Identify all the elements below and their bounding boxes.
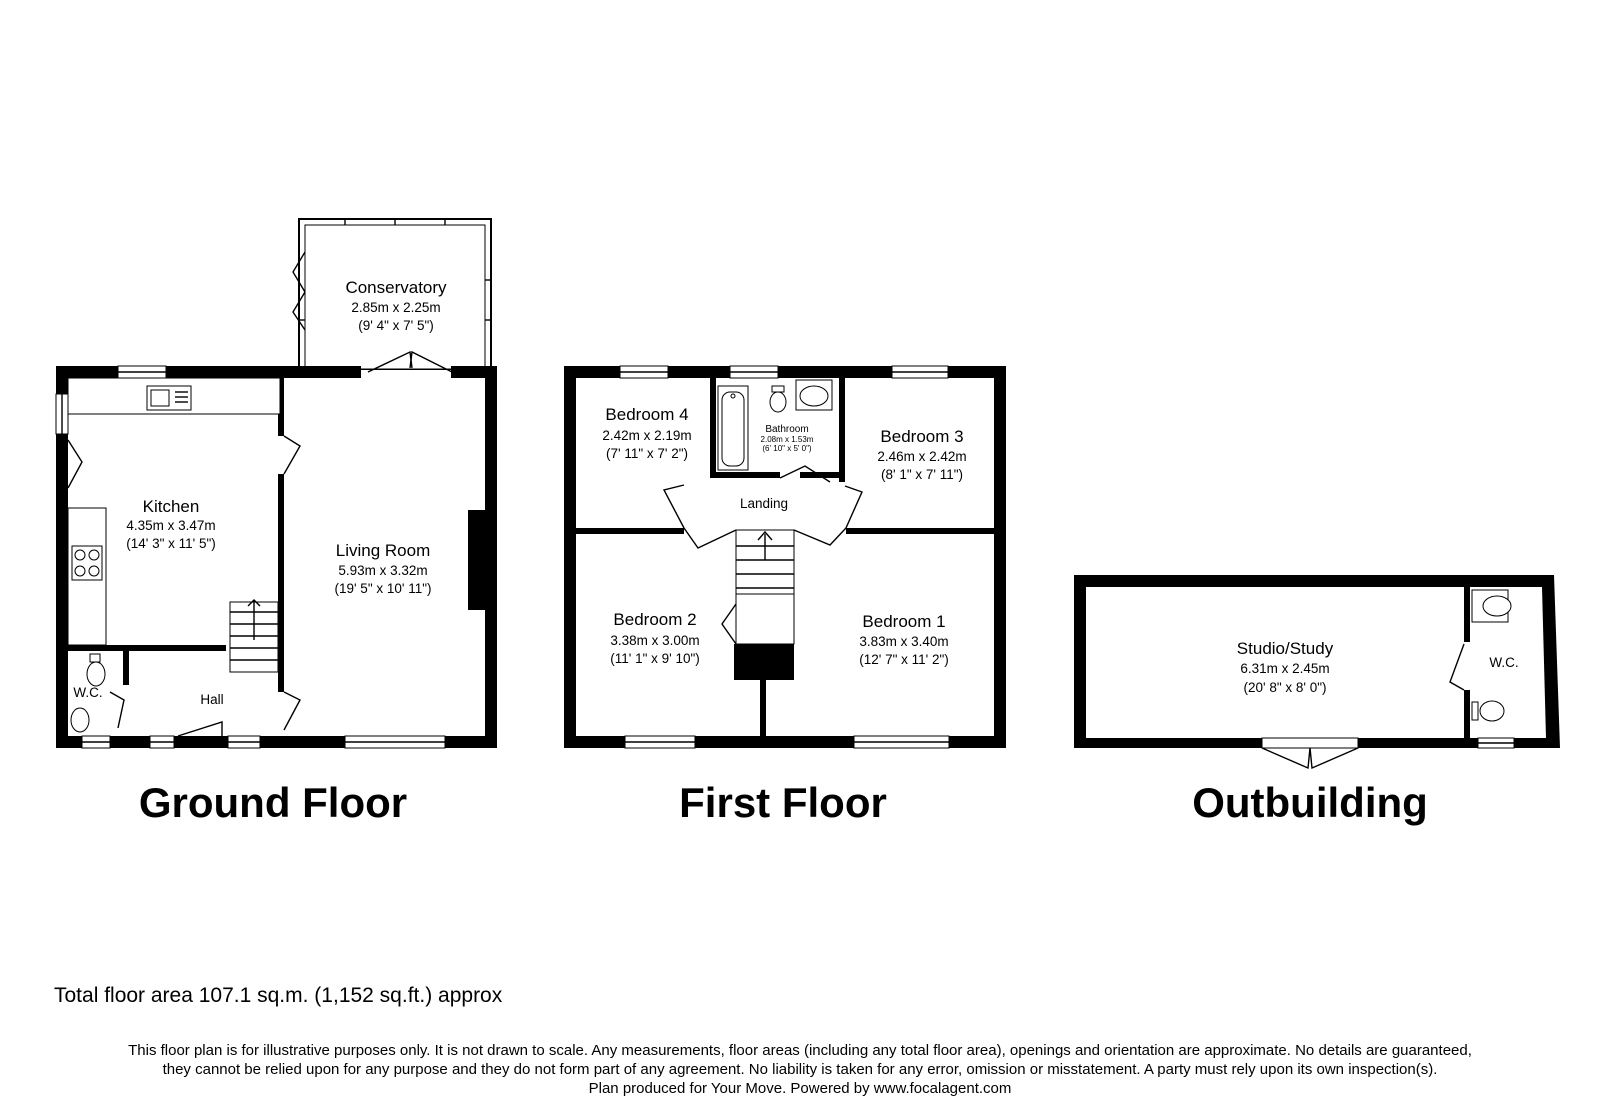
toilet-icon	[769, 379, 833, 413]
stairs-icon	[735, 529, 795, 645]
bedroom4-name: Bedroom 4	[605, 405, 688, 424]
bedroom3-name: Bedroom 3	[880, 427, 963, 446]
bedroom4-metric: 2.42m x 2.19m	[602, 428, 691, 443]
toilet-icon	[1471, 589, 1512, 722]
living-room-name: Living Room	[336, 541, 431, 560]
ground-floor-title: Ground Floor	[139, 779, 407, 826]
bedroom3-imperial: (8' 1" x 7' 11")	[881, 467, 963, 482]
disclaimer-line-1: This floor plan is for illustrative purp…	[128, 1042, 1472, 1059]
bedroom1-metric: 3.83m x 3.40m	[859, 634, 948, 649]
kitchen-imperial: (14' 3" x 11' 5")	[126, 536, 216, 551]
disclaimer-line-2: they cannot be relied upon for any purpo…	[162, 1061, 1438, 1078]
kitchen-name: Kitchen	[143, 497, 200, 516]
first-floor-title: First Floor	[679, 779, 887, 826]
bedroom2-imperial: (11' 1" x 9' 10")	[610, 651, 700, 666]
conservatory-name: Conservatory	[345, 278, 447, 297]
studio-name: Studio/Study	[1237, 639, 1334, 658]
hall-name: Hall	[200, 692, 223, 707]
bedroom1-imperial: (12' 7" x 11' 2")	[859, 652, 949, 667]
bathroom-name: Bathroom	[765, 424, 808, 435]
bedroom4-imperial: (7' 11" x 7' 2")	[606, 446, 688, 461]
outbuilding-plan	[1074, 575, 1560, 770]
kitchen-metric: 4.35m x 3.47m	[126, 518, 215, 533]
bath-icon	[717, 385, 749, 471]
bathroom-metric: 2.08m x 1.53m	[761, 435, 814, 444]
bathroom-imperial: (6' 10" x 5' 0")	[762, 444, 812, 453]
ground-floor-plan	[55, 218, 497, 749]
landing-name: Landing	[740, 496, 788, 511]
living-room-metric: 5.93m x 3.32m	[338, 563, 427, 578]
bedroom2-name: Bedroom 2	[613, 610, 696, 629]
total-floor-area: Total floor area 107.1 sq.m. (1,152 sq.f…	[54, 984, 503, 1007]
conservatory-metric: 2.85m x 2.25m	[351, 300, 440, 315]
bedroom1-name: Bedroom 1	[862, 612, 945, 631]
outbuilding-wc-name: W.C.	[1489, 655, 1518, 670]
conservatory-frame	[292, 218, 492, 370]
living-room-imperial: (19' 5" x 10' 11")	[334, 581, 431, 596]
wc-name: W.C.	[73, 685, 102, 700]
bedroom2-metric: 3.38m x 3.00m	[610, 633, 699, 648]
studio-metric: 6.31m x 2.45m	[1240, 661, 1329, 676]
disclaimer-line-3: Plan produced for Your Move. Powered by …	[588, 1080, 1012, 1097]
toilet-icon	[70, 653, 106, 733]
outbuilding-title: Outbuilding	[1192, 779, 1428, 826]
conservatory-imperial: (9' 4" x 7' 5")	[358, 318, 434, 333]
studio-imperial: (20' 8" x 8' 0")	[1243, 680, 1326, 695]
wall	[56, 366, 361, 378]
disclaimer: This floor plan is for illustrative purp…	[20, 1041, 1580, 1098]
first-floor-plan	[564, 365, 1006, 749]
hob-icon	[71, 545, 103, 581]
stairs-icon	[229, 599, 279, 673]
bedroom3-metric: 2.46m x 2.42m	[877, 449, 966, 464]
